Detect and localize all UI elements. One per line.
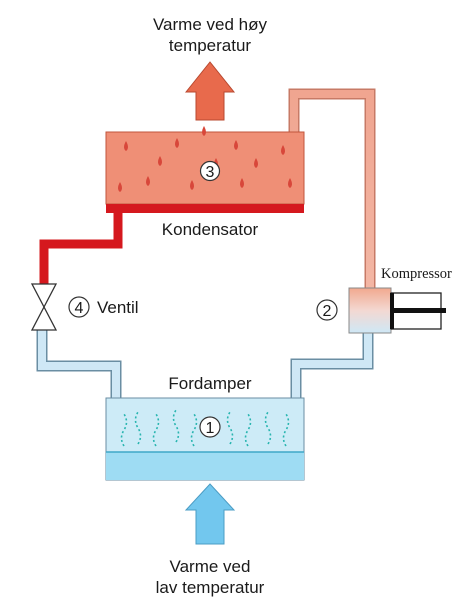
compressor-label: Kompressor [381, 266, 452, 282]
compressor-number: 2 [323, 303, 332, 320]
evaporator-label: Fordamper [168, 374, 251, 393]
valve-label: Ventil [97, 298, 139, 317]
expansion-pipe [36, 330, 122, 402]
heat-out-label-line2: temperatur [169, 36, 252, 55]
heat-out-label-line1: Varme ved høy [153, 15, 268, 34]
discharge-pipe [288, 88, 376, 290]
expansion-valve: 4 [30, 283, 90, 331]
condenser-number: 3 [206, 164, 215, 181]
heat-out-arrow [184, 61, 236, 121]
valve-number-badge [68, 296, 90, 318]
suction-pipe [290, 333, 374, 402]
compressor: 2 [316, 287, 446, 334]
heat-in-label-line1: Varme ved [170, 557, 251, 576]
evaporator: 1 [105, 397, 305, 481]
heat-in-arrow [184, 483, 236, 545]
condenser-label: Kondensator [162, 220, 259, 239]
compressor-number-badge [316, 299, 338, 321]
liquid-line [39, 210, 123, 284]
piston-rod [391, 308, 446, 313]
evaporator-number-badge [199, 416, 221, 438]
vapor-waves [120, 409, 290, 447]
heat-in-label-line2: lav temperatur [156, 578, 265, 597]
piston-head [390, 293, 394, 329]
condenser: 3 [105, 126, 305, 213]
valve-number: 4 [75, 300, 84, 317]
condenser-number-badge [199, 160, 221, 182]
evaporator-number: 1 [206, 420, 215, 437]
